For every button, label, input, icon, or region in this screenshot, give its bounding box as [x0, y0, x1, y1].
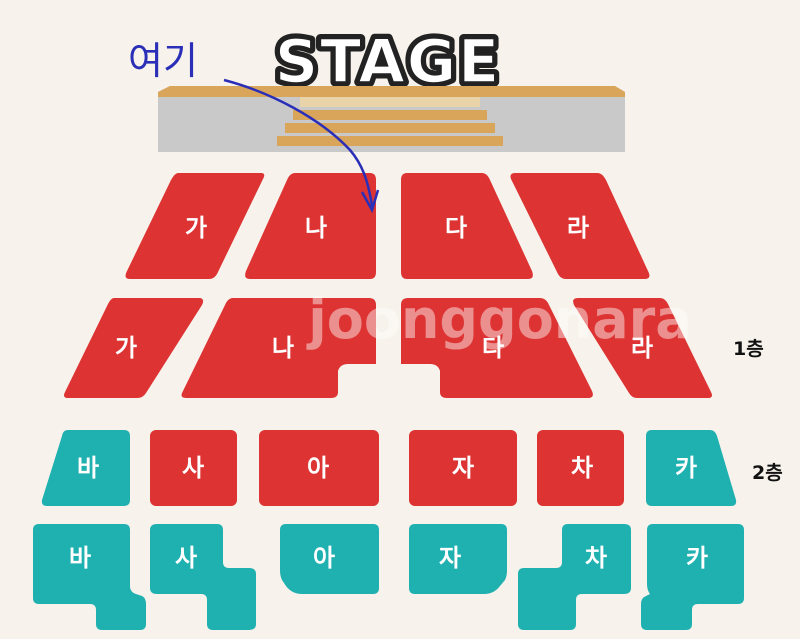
section-f2-r2-ba[interactable]: 바 — [33, 524, 146, 630]
stage-title: STAGE — [275, 27, 501, 97]
stage-step — [293, 110, 487, 120]
stage: STAGE STAGE — [158, 23, 625, 152]
section-f2-r1-ja[interactable]: 자 — [409, 430, 517, 506]
floor-label-2: 2층 — [752, 462, 783, 484]
arrowhead-icon — [360, 189, 380, 214]
arrow-icon — [223, 78, 374, 207]
note-text: 여기 — [128, 39, 198, 83]
stage-title-outline: STAGE — [275, 27, 501, 97]
stage-top — [158, 86, 625, 97]
section-f1-r1-ga[interactable]: 가 — [125, 173, 265, 279]
section-f2-r2-cha[interactable]: 차 — [518, 524, 631, 630]
stage-step — [285, 123, 495, 133]
section-f2-r1-ka[interactable]: 카 — [646, 430, 737, 506]
section-f1-r1-na[interactable]: 나 — [245, 173, 376, 279]
section-f2-r1-cha[interactable]: 차 — [537, 430, 624, 506]
section-f1-r2-ga[interactable]: 가 — [64, 298, 204, 398]
section-f2-r2-ja[interactable]: 자 — [409, 524, 507, 594]
handwritten-annotation: 여기 — [128, 39, 380, 214]
section-f2-r2-a[interactable]: 아 — [280, 524, 379, 594]
section-f2-r2-sa[interactable]: 사 — [150, 524, 256, 630]
section-f2-r1-sa[interactable]: 사 — [150, 430, 237, 506]
section-f1-r1-ra[interactable]: 라 — [510, 173, 650, 279]
section-f1-r1-da[interactable]: 다 — [401, 173, 533, 279]
section-f2-r1-ba[interactable]: 바 — [41, 430, 130, 506]
section-f2-r1-a[interactable]: 아 — [259, 430, 379, 506]
section-f2-r2-ka[interactable]: 카 — [641, 524, 744, 630]
stage-step — [300, 97, 480, 107]
watermark: joonggonara — [306, 288, 692, 351]
stage-step — [277, 136, 503, 146]
floor-label-1: 1층 — [733, 338, 764, 360]
